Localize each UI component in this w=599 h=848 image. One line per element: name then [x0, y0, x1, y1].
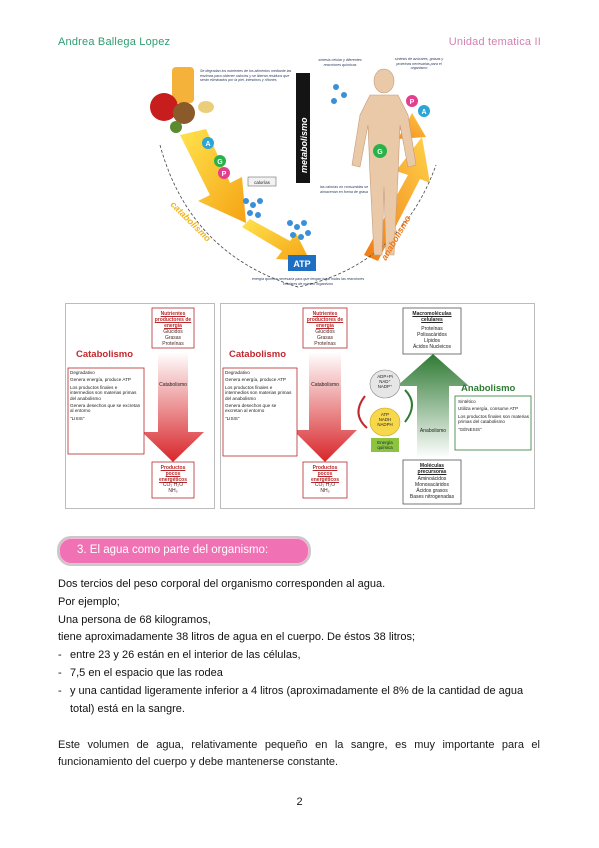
- list-item: Degradativo: [225, 370, 250, 375]
- paragraph-5: Este volumen de agua, relativamente pequ…: [58, 739, 540, 768]
- letter-ball-g2: G: [377, 149, 383, 156]
- bullet-2: -7,5 en el espacio que las rodea: [58, 667, 223, 679]
- list-item: Genera desechos que se excretan al entor…: [70, 403, 141, 414]
- bullet-3: -y una cantidad ligeramente inferior a 4…: [58, 685, 524, 697]
- metabolism-illustration-svg: A G P G P A ATP calorías metabolismo cat…: [150, 67, 437, 288]
- atp-label: ATP: [293, 259, 310, 269]
- bullet-2-text: 7,5 en el espacio que las rodea: [70, 667, 223, 679]
- metabolism-cycle-diagram-svg: [222, 307, 532, 505]
- paragraph-4: tiene aproximadamente 38 litros de agua …: [58, 631, 416, 643]
- atp-nadh-label: ATP NADH NADPH: [377, 412, 393, 428]
- note-right: síntesis celular y diferentes reacciones…: [318, 58, 362, 67]
- letter-ball-g: G: [217, 159, 223, 166]
- list-item: Los productos finales son materias prima…: [458, 413, 529, 425]
- catabolismo-list-left: Degradativo Genera energía, produce ATP …: [70, 370, 142, 421]
- adp-label: ADP+Pi NAD⁺ NADP⁺: [377, 374, 393, 390]
- calorias-label: calorías: [254, 180, 271, 185]
- catabolismo-arrow-label-right: Catabolismo: [311, 382, 339, 388]
- food-image: [150, 67, 214, 133]
- paragraph-2: Por ejemplo;: [58, 596, 120, 608]
- products-items-left: CO₂ H₂O NH₃: [162, 482, 184, 494]
- list-item: Genera energía, produce ATP: [225, 377, 286, 383]
- list-item: "GÉNESIS": [458, 426, 482, 432]
- catabolismo-title-left: Catabolismo: [76, 349, 134, 360]
- paragraph-1: Dos tercios del peso corporal del organi…: [58, 578, 386, 590]
- catabolism-arrow-2: [242, 219, 310, 261]
- macromolecules-title: Macromoléculas celulares: [412, 311, 452, 323]
- anabolismo-list: Sintético Utiliza energía, consume ATP L…: [458, 399, 530, 432]
- bullet-3-continued: total) está en la sangre.: [58, 701, 185, 718]
- note-mid: las calorías no consumidas se almacenan …: [319, 185, 369, 194]
- products-items-right: CO₂ H₂O NH₃: [314, 482, 336, 494]
- precursors-items: Aminoácidos Monosacáridos Ácidos grasos …: [409, 476, 455, 500]
- precursors-title: Moléculas precursoras: [417, 463, 447, 475]
- section-title-pill: 3. El agua como parte del organismo:: [57, 536, 311, 566]
- letter-ball-a2: A: [421, 109, 426, 116]
- bullet-3-continued-text: total) está en la sangre.: [70, 703, 185, 715]
- note-left: Se degradan los nutrientes de los alimen…: [200, 69, 292, 83]
- anabolismo-title: Anabolismo: [461, 383, 516, 394]
- catabolismo-list-right: Degradativo Genera energía, produce ATP …: [225, 370, 295, 421]
- energy-label: Energía química: [377, 440, 393, 450]
- note-bottom: energía química necesaria para que tenga…: [251, 277, 365, 286]
- catabolism-diagram: Nutrientes productores de energía Glúcid…: [65, 303, 215, 509]
- page-number: 2: [296, 796, 303, 808]
- paragraph-3: Una persona de 68 kilogramos,: [58, 614, 211, 626]
- catabolism-diagram-svg: [67, 307, 204, 499]
- catabolism-arrow-1: [180, 129, 246, 223]
- metabolism-illustration: A G P G P A ATP calorías metabolismo cat…: [150, 55, 446, 295]
- nutrients-title-right: Nutrientes productores de energía: [306, 311, 344, 329]
- letter-ball-p2: P: [410, 99, 415, 106]
- list-item: Degradativo: [70, 370, 95, 375]
- header-author: Andrea Ballega Lopez: [58, 36, 171, 48]
- list-item: Utiliza energía, consume ATP: [458, 406, 519, 412]
- nutrients-items-left: Glúcidos Grasas Proteínas: [162, 329, 184, 347]
- bullet-3-text: y una cantidad ligeramente inferior a 4 …: [70, 685, 524, 697]
- list-item: Los productos finales e intermedios son …: [70, 384, 137, 401]
- letter-ball-p: P: [222, 171, 227, 178]
- metabolism-cycle-diagram: Nutrientes productores de energía Glúcid…: [220, 303, 535, 509]
- bullet-1: -entre 23 y 26 están en el interior de l…: [58, 649, 301, 661]
- header-unit: Unidad tematica II: [448, 36, 541, 48]
- list-item: Genera desechos que se excretan al entor…: [225, 403, 277, 414]
- nutrients-items-right: Glúcidos Grasas Proteínas: [314, 329, 336, 347]
- list-item: Los productos finales e intermedios son …: [225, 384, 292, 401]
- bullet-1-text: entre 23 y 26 están en el interior de la…: [70, 649, 301, 661]
- catabolismo-label: catabolismo: [169, 199, 214, 244]
- metabolismo-label: metabolismo: [299, 117, 309, 173]
- human-body: [351, 68, 417, 256]
- note-right-2: síntesis de azúcares, grasas y proteínas…: [394, 57, 444, 71]
- macromolecules-items: Proteínas Polisacáridos Lípidos Ácidos N…: [412, 326, 452, 350]
- products-title-left: Productos pocos energéticos: [158, 465, 188, 483]
- list-item: "LISIS": [225, 415, 240, 421]
- catabolismo-title-right: Catabolismo: [229, 349, 287, 360]
- list-item: Genera energía, produce ATP: [70, 377, 131, 383]
- list-item: Sintético: [458, 399, 476, 404]
- section-title: 3. El agua como parte del organismo:: [77, 544, 269, 556]
- anabolismo-arrow-label: Anabolismo: [419, 428, 447, 434]
- catabolismo-arrow-label-left: Catabolismo: [159, 382, 187, 388]
- products-title-right: Productos pocos energéticos: [310, 465, 340, 483]
- nutrients-title-left: Nutrientes productores de energía: [154, 311, 192, 329]
- letter-ball-a: A: [205, 141, 210, 148]
- list-item: "LISIS": [70, 415, 85, 421]
